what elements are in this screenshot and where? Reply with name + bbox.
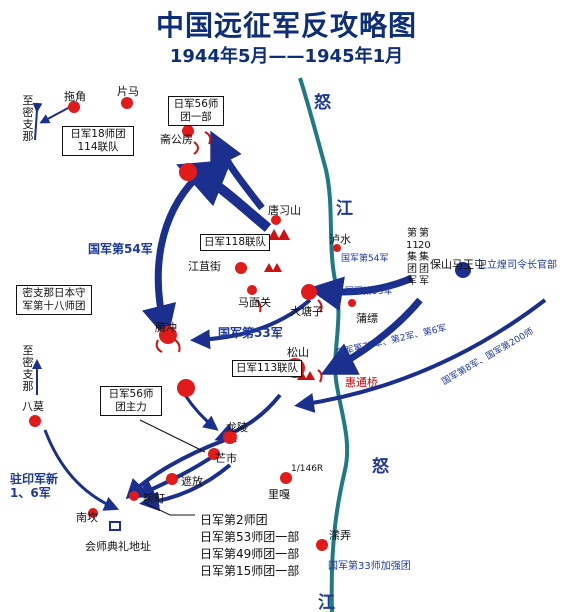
map-title: 中国远征军反攻略图 bbox=[155, 9, 417, 42]
dot-tengchong bbox=[159, 326, 177, 344]
dot-longling bbox=[223, 430, 237, 444]
jap-list-item: 日军第53师团一部 bbox=[200, 530, 300, 544]
label-songshan: 松山 bbox=[287, 346, 309, 359]
arrow-tuojiao-left bbox=[39, 106, 71, 124]
arrow-zhefang-wanding bbox=[139, 463, 232, 512]
dot-jiangjujie bbox=[235, 262, 247, 274]
label-zhaigongfang: 斋公房 bbox=[160, 133, 193, 146]
label-lushui: 泸水 bbox=[329, 233, 351, 246]
dot-lihan bbox=[280, 472, 292, 484]
arrow-to-mizhina-left bbox=[32, 102, 43, 141]
dot-jap-56-main bbox=[177, 379, 195, 397]
label-tangxishan: 唐习山 bbox=[268, 204, 301, 217]
ceremony-site-marker bbox=[109, 521, 121, 531]
label-to-mizhina-2: 至密支那 bbox=[22, 344, 34, 393]
defense-arc-songshan bbox=[317, 369, 323, 383]
label-tuojiao: 拖角 bbox=[64, 90, 86, 103]
label-datangzi: 大塘子 bbox=[290, 305, 323, 318]
river-char-jiang-1: 江 bbox=[336, 199, 353, 219]
pointer-line-56-main bbox=[139, 419, 206, 453]
arrow-to-zhaigongfang bbox=[210, 130, 265, 211]
label-army-53: 国军第53军 bbox=[218, 326, 283, 340]
river-char-nu-1: 怒 bbox=[314, 93, 331, 113]
defense-arc-pianma bbox=[204, 131, 212, 145]
dot-menglong bbox=[316, 539, 328, 551]
box-jap-56-main: 日军56师团主力 bbox=[100, 386, 162, 416]
label-army-54: 国军第54军 bbox=[88, 242, 153, 256]
dot-bamo bbox=[29, 415, 41, 427]
defense-arc-tengchong bbox=[155, 339, 181, 353]
dot-mangshi bbox=[208, 448, 220, 460]
mountain-jiangjujie-icon bbox=[264, 263, 282, 272]
arrow-20-group-army bbox=[307, 274, 414, 312]
dot-wanding bbox=[129, 491, 139, 501]
label-tengchong: 腾冲 bbox=[155, 321, 177, 334]
label-huitongqiao: 惠通桥 bbox=[345, 376, 378, 389]
arrow-longling-wanding bbox=[125, 438, 226, 500]
dot-pianma bbox=[121, 97, 133, 109]
label-jiangjujie: 江苴街 bbox=[188, 260, 221, 273]
box-jap-113: 日军113联队 bbox=[232, 360, 303, 377]
bracket-jap-list bbox=[144, 502, 195, 516]
dot-lushui bbox=[333, 244, 341, 252]
label-jap-33: 国军第33师加强团 bbox=[328, 561, 411, 572]
dot-tangxishan bbox=[271, 215, 281, 225]
label-wei-hq: 卫立煌司令长官部 bbox=[477, 260, 557, 271]
arrow-tengchong-longling bbox=[183, 394, 219, 431]
label-bamo: 八莫 bbox=[22, 400, 44, 413]
label-20-group-army: 第20集团军 bbox=[418, 228, 431, 287]
label-baoshan: 保山马王屯 bbox=[430, 258, 485, 271]
arrow-11-group-army bbox=[320, 297, 423, 375]
label-zhefang: 遮放 bbox=[181, 475, 203, 488]
label-mamianguan: 马面关 bbox=[238, 296, 271, 309]
dot-datangzi bbox=[301, 284, 317, 300]
label-zhuyinjun: 驻印军新1、6军 bbox=[10, 472, 59, 500]
dot-zhefang bbox=[166, 473, 178, 485]
label-wanding: 畹町 bbox=[143, 492, 165, 505]
label-nankan: 南坎 bbox=[76, 511, 98, 524]
label-1-146r: 1/146R bbox=[291, 464, 324, 474]
arrow-army-53 bbox=[190, 298, 312, 350]
arrow-army-54-north bbox=[176, 159, 272, 232]
nujiang-river bbox=[298, 77, 350, 612]
arrow-army-8-200 bbox=[294, 298, 547, 413]
defense-arc-datangzi bbox=[317, 299, 323, 313]
label-ceremony-site: 会师典礼地址 bbox=[85, 540, 151, 553]
box-mizhina-jap-18: 密支那日本守军第十八师团 bbox=[16, 285, 92, 315]
box-jap-18-114: 日军18师团114联队 bbox=[62, 126, 134, 156]
label-menglong: 潆弄 bbox=[329, 529, 351, 542]
arrow-army-54 bbox=[142, 175, 199, 341]
arrow-bamo-nankan bbox=[43, 429, 120, 511]
dot-nankan bbox=[88, 508, 98, 518]
label-cn-54-east: 国军第54军 bbox=[341, 254, 389, 264]
dot-wei-hq bbox=[455, 262, 471, 278]
jap-division-list: 日军第2师团 日军第53师团一部 日军第49师团一部 日军第15师团一部 bbox=[200, 512, 299, 580]
label-longling: 龙陵 bbox=[226, 421, 248, 434]
box-jap-56-part: 日军56师团一部 bbox=[168, 96, 224, 126]
jap-list-item: 日军第15师团一部 bbox=[200, 564, 300, 578]
dot-army-54-start bbox=[179, 163, 197, 181]
defense-arc-zhaigongfang bbox=[193, 141, 199, 155]
river-char-jiang-2: 江 bbox=[318, 593, 335, 612]
label-to-mizhina-1: 至密支那 bbox=[22, 94, 34, 143]
dot-zhaigongfang bbox=[182, 125, 194, 137]
map-subtitle: 1944年5月——1945年1月 bbox=[169, 46, 404, 67]
river-char-nu-2: 怒 bbox=[372, 457, 389, 477]
dot-mamianguan bbox=[247, 285, 257, 295]
label-pianma: 片马 bbox=[117, 85, 139, 98]
defense-arc-mamianguan bbox=[255, 299, 262, 313]
label-11-group-army: 第11集团军 bbox=[406, 228, 419, 287]
label-mangshi: 芒市 bbox=[215, 452, 237, 465]
jap-list-item: 日军第49师团一部 bbox=[200, 547, 300, 561]
dot-tuojiao bbox=[68, 101, 80, 113]
label-cn-53-east: 国军第53军 bbox=[345, 287, 393, 297]
box-jap-118: 日军118联队 bbox=[200, 234, 271, 251]
label-pudu: 蒲缥 bbox=[356, 312, 378, 325]
jap-list-item: 日军第2师团 bbox=[200, 513, 268, 527]
dot-pudu bbox=[348, 299, 356, 307]
label-lihan: 里嘎 bbox=[268, 488, 290, 501]
mountain-tangxishan-icon bbox=[268, 229, 290, 240]
